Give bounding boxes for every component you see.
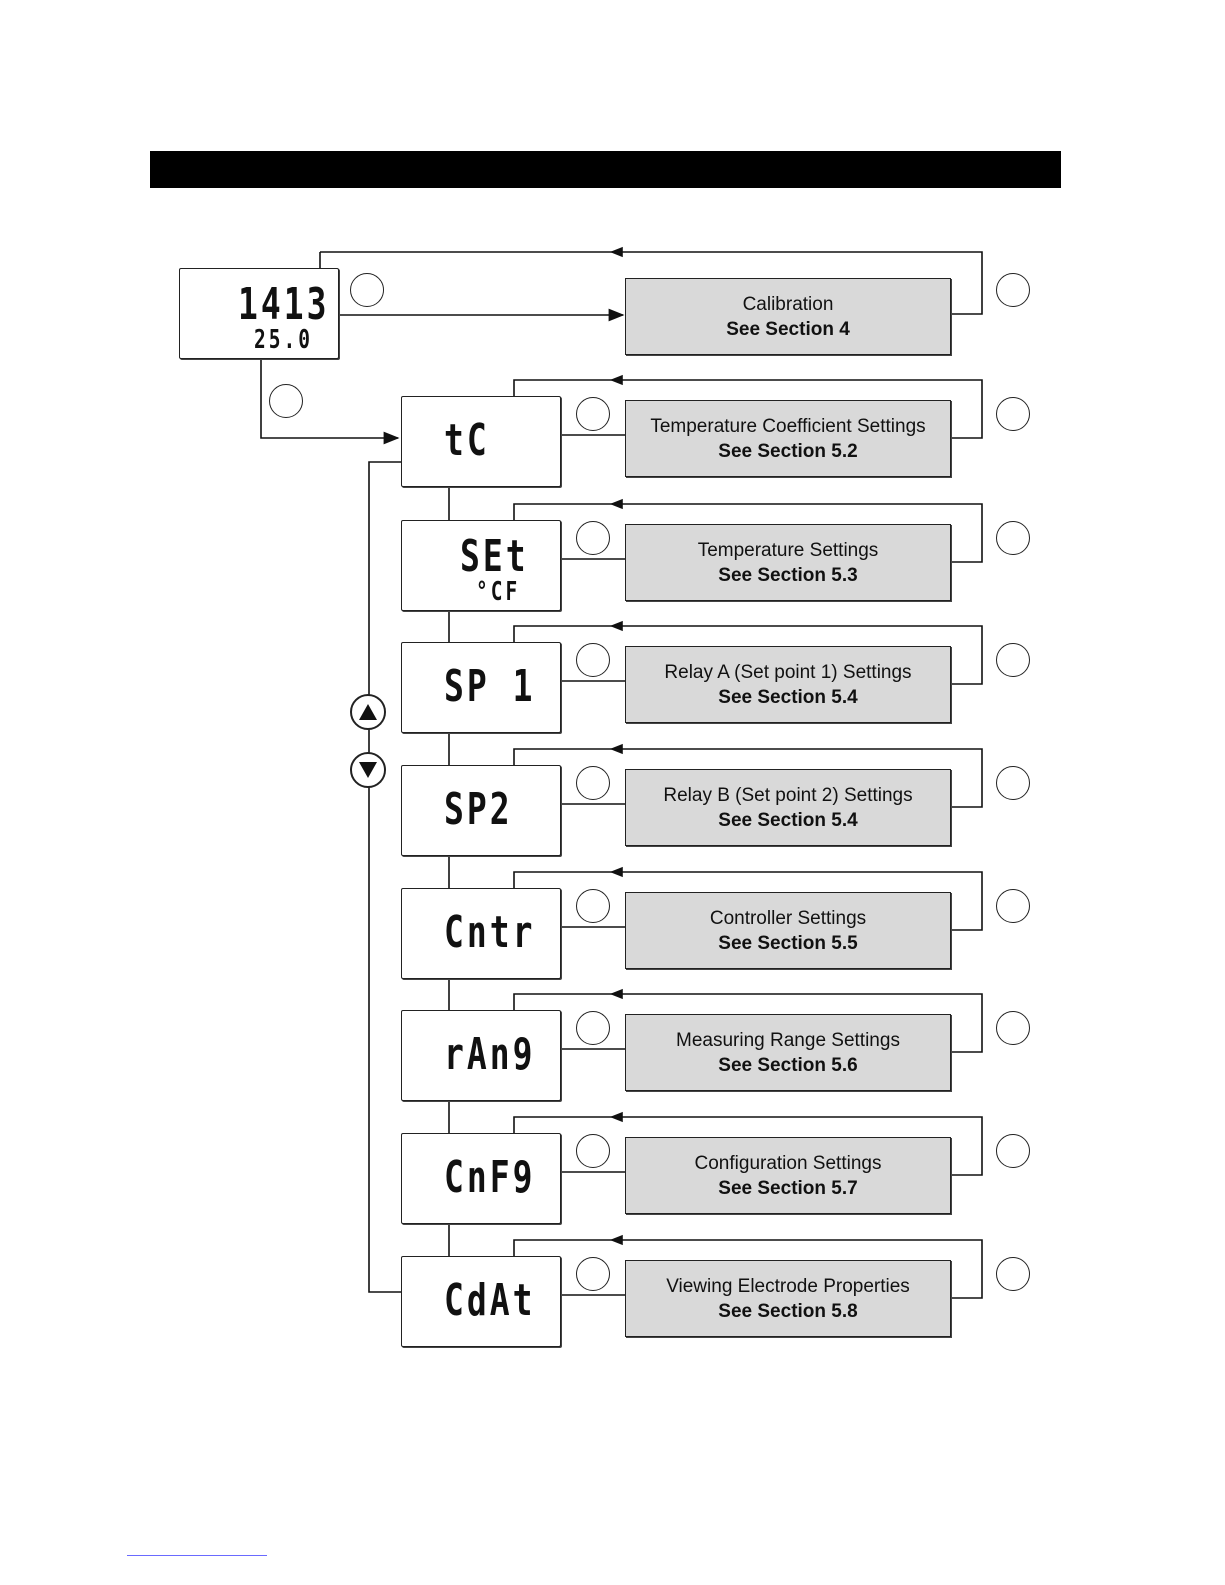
return-connector <box>513 503 983 563</box>
main-measurement-display: 1413 25.0 <box>179 268 339 359</box>
menu-title: Controller Settings <box>709 907 867 929</box>
menu-display: CnF9 <box>401 1133 561 1224</box>
menu-display: rAn9 <box>401 1010 561 1101</box>
return-arrowhead <box>609 866 623 878</box>
menu-display: SP2 <box>401 765 561 856</box>
menu-section-ref: See Section 5.3 <box>718 564 858 586</box>
return-arrowhead <box>609 1111 623 1123</box>
menu-title: Viewing Electrode Properties <box>666 1275 910 1297</box>
section-header-bar <box>150 151 1061 188</box>
return-connector <box>513 379 983 439</box>
footer-underline <box>127 1555 267 1556</box>
exit-key-icon[interactable] <box>996 1257 1030 1291</box>
enter-key-icon[interactable] <box>576 643 610 677</box>
menu-unit: °CF <box>476 577 521 607</box>
menu-code: SEt <box>460 531 529 582</box>
setup-key-icon[interactable] <box>269 384 303 418</box>
exit-key-icon[interactable] <box>996 397 1030 431</box>
calibration-key-icon[interactable] <box>350 273 384 307</box>
exit-key-icon[interactable] <box>996 1134 1030 1168</box>
menu-code: SP2 <box>444 784 513 835</box>
return-connector <box>513 1116 983 1176</box>
return-connector <box>513 1239 983 1299</box>
exit-key-icon[interactable] <box>996 1011 1030 1045</box>
menu-code: CnF9 <box>444 1152 536 1203</box>
menu-code: rAn9 <box>444 1029 536 1080</box>
menu-code: Cntr <box>444 907 536 958</box>
menu-code: SP 1 <box>444 661 536 712</box>
menu-display: CdAt <box>401 1256 561 1347</box>
menu-code: tC <box>444 415 490 466</box>
calibration-ref: See Section 4 <box>726 318 850 340</box>
return-connector <box>513 993 983 1053</box>
enter-key-icon[interactable] <box>576 1011 610 1045</box>
temperature-reading: 25.0 <box>254 325 313 355</box>
calibration-box[interactable]: Calibration See Section 4 <box>625 278 951 355</box>
up-arrow-key-icon[interactable] <box>350 694 386 730</box>
menu-section-ref: See Section 5.5 <box>718 932 858 954</box>
return-arrowhead <box>609 743 623 755</box>
menu-display: tC <box>401 396 561 487</box>
menu-title: Temperature Coefficient Settings <box>650 415 926 437</box>
return-connector <box>513 748 983 808</box>
menu-title: Relay B (Set point 2) Settings <box>663 784 913 806</box>
return-arrowhead <box>609 374 623 386</box>
return-arrowhead <box>609 1234 623 1246</box>
menu-title: Configuration Settings <box>694 1152 882 1174</box>
return-arrowhead <box>609 620 623 632</box>
menu-section-ref: See Section 5.2 <box>718 440 858 462</box>
enter-key-icon[interactable] <box>576 766 610 800</box>
enter-key-icon[interactable] <box>576 521 610 555</box>
exit-key-icon[interactable] <box>996 766 1030 800</box>
menu-display: SP 1 <box>401 642 561 733</box>
menu-title: Relay A (Set point 1) Settings <box>664 661 912 683</box>
menu-section-ref: See Section 5.8 <box>718 1300 858 1322</box>
menu-section-ref: See Section 5.4 <box>718 686 858 708</box>
menu-title: Temperature Settings <box>697 539 879 561</box>
menu-title: Measuring Range Settings <box>676 1029 900 1051</box>
return-connector <box>513 871 983 931</box>
menu-section-ref: See Section 5.7 <box>718 1177 858 1199</box>
exit-key-icon[interactable] <box>996 889 1030 923</box>
menu-code: CdAt <box>444 1275 536 1326</box>
conductivity-reading: 1413 <box>238 279 330 330</box>
menu-display: Cntr <box>401 888 561 979</box>
calibration-title: Calibration <box>742 293 834 315</box>
enter-key-icon[interactable] <box>576 1134 610 1168</box>
menu-display: SEt°CF <box>401 520 561 611</box>
exit-key-icon[interactable] <box>996 643 1030 677</box>
enter-key-icon[interactable] <box>576 889 610 923</box>
exit-key-icon[interactable] <box>996 521 1030 555</box>
enter-key-icon[interactable] <box>576 1257 610 1291</box>
return-arrowhead <box>609 498 623 510</box>
down-arrow-key-icon[interactable] <box>350 752 386 788</box>
menu-section-ref: See Section 5.4 <box>718 809 858 831</box>
menu-section-ref: See Section 5.6 <box>718 1054 858 1076</box>
return-arrowhead <box>609 988 623 1000</box>
return-connector <box>513 625 983 685</box>
calibration-exit-key-icon[interactable] <box>996 273 1030 307</box>
enter-key-icon[interactable] <box>576 397 610 431</box>
